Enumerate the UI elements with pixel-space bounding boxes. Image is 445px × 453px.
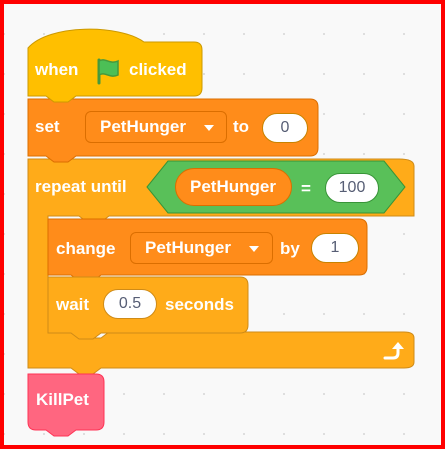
set-value-input[interactable]: 0 (262, 113, 308, 143)
reporter-variable-name: PetHunger (190, 177, 276, 196)
wait-label: wait (56, 295, 90, 314)
seconds-label: seconds (165, 295, 234, 314)
change-variable-dropdown[interactable]: PetHunger (130, 232, 273, 264)
green-flag-icon[interactable] (92, 56, 126, 86)
change-value-input[interactable]: 1 (311, 233, 359, 263)
set-variable-name: PetHunger (100, 117, 186, 136)
by-label: by (280, 239, 300, 258)
set-variable-dropdown[interactable]: PetHunger (85, 111, 227, 143)
to-label: to (233, 117, 250, 136)
chevron-down-icon (204, 125, 214, 131)
loop-arrow-icon (383, 342, 404, 360)
repeat-until-label: repeat until (35, 177, 127, 196)
change-label: change (56, 239, 116, 258)
killpet-block (27, 373, 105, 437)
pethunger-reporter[interactable]: PetHunger (175, 168, 292, 206)
change-variable-name: PetHunger (145, 238, 231, 257)
killpet-label: KillPet (36, 390, 89, 409)
chevron-down-icon (249, 246, 259, 252)
clicked-label: clicked (129, 60, 187, 79)
compare-value-input[interactable]: 100 (325, 173, 379, 203)
equals-operator: = (301, 179, 311, 198)
when-label: when (35, 60, 79, 79)
wait-value-input[interactable]: 0.5 (103, 289, 157, 319)
set-label: set (35, 117, 60, 136)
